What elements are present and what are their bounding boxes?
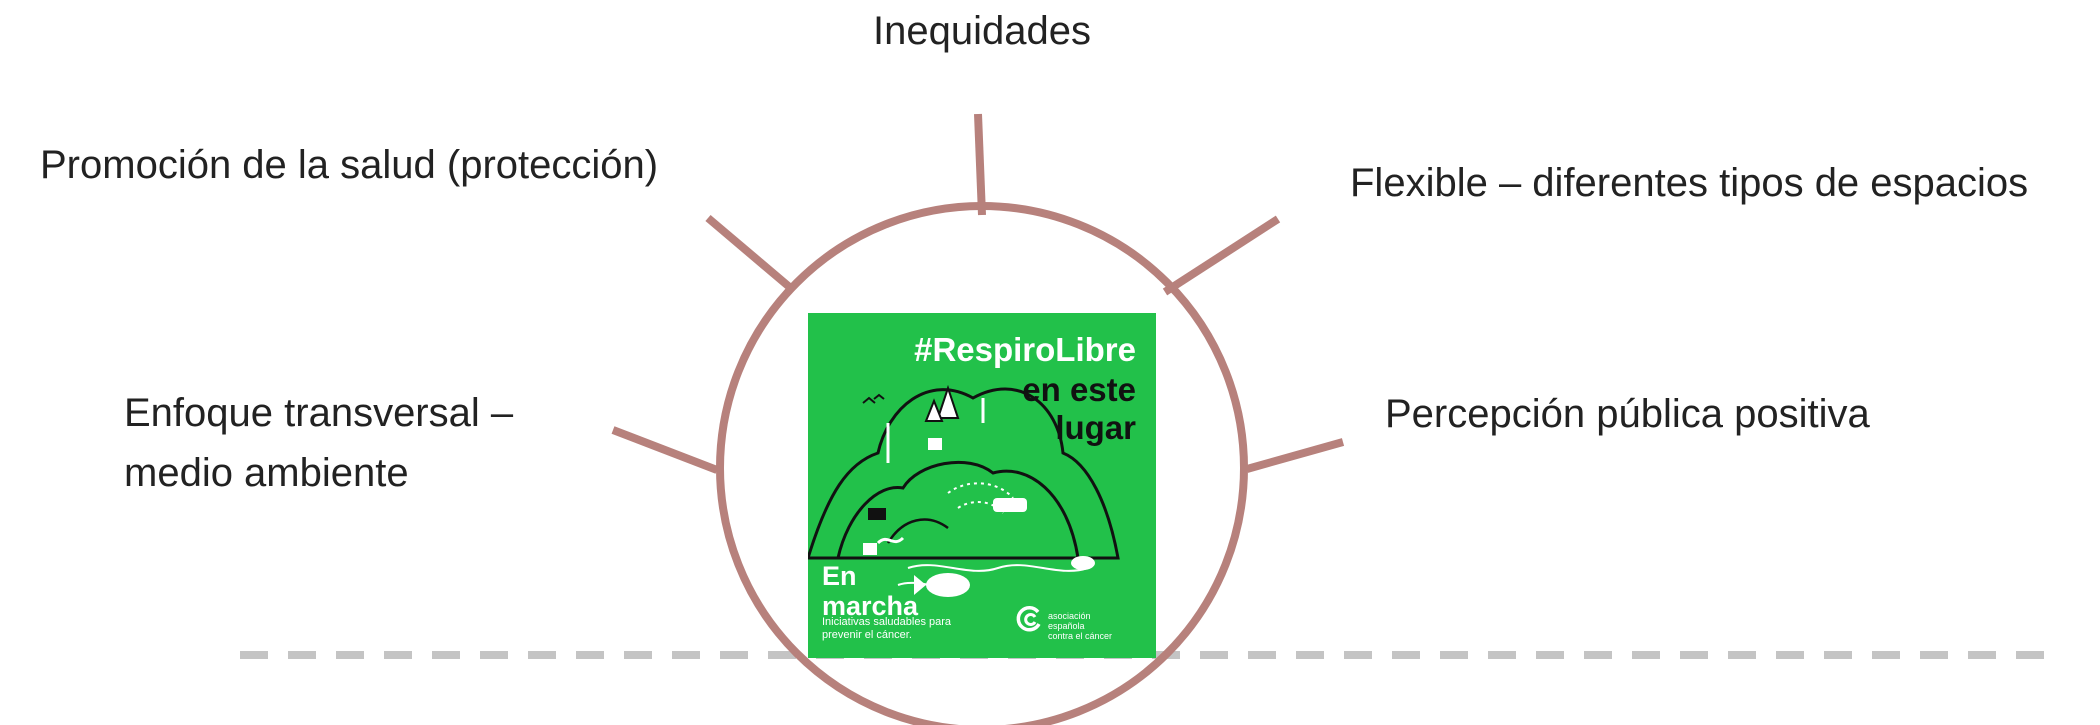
label-enfoque-line1: Enfoque transversal – bbox=[124, 391, 514, 435]
poster-organization: asociación española contra el cáncer bbox=[1048, 611, 1128, 641]
poster-en-marcha-line2: marcha bbox=[822, 591, 919, 621]
poster-hashtag: #RespiroLibre bbox=[914, 331, 1136, 368]
ray-mid-left bbox=[611, 426, 719, 474]
poster-tagline: Iniciativas saludables para prevenir el … bbox=[822, 616, 952, 641]
landscape-illustration bbox=[808, 384, 1120, 597]
poster-subtitle: en este lugar bbox=[976, 371, 1136, 447]
center-circle bbox=[716, 202, 1248, 725]
ray-top-left bbox=[705, 214, 796, 294]
ray-mid-right bbox=[1245, 438, 1345, 473]
poster-org-line3: contra el cáncer bbox=[1048, 631, 1113, 641]
poster-org-line1: asociación bbox=[1048, 611, 1091, 621]
label-promocion-salud: Promoción de la salud (protección) bbox=[40, 143, 659, 187]
ray-top-right bbox=[1162, 215, 1281, 296]
label-enfoque-transversal: Enfoque transversal – medio ambiente bbox=[124, 383, 513, 503]
poster-org-line2: española bbox=[1048, 621, 1085, 631]
poster-subtitle-line1: en este bbox=[1022, 371, 1136, 408]
poster-en-marcha: En marcha bbox=[822, 561, 918, 621]
ray-top bbox=[974, 113, 986, 216]
label-percepcion-publica: Percepción pública positiva bbox=[1385, 392, 1870, 436]
aecc-logo-icon bbox=[1016, 606, 1041, 632]
label-enfoque-line2: medio ambiente bbox=[124, 451, 409, 495]
respiro-libre-poster: #RespiroLibre en este lugar En marcha In… bbox=[808, 313, 1156, 658]
poster-subtitle-line2: lugar bbox=[1055, 409, 1136, 446]
label-flexible: Flexible – diferentes tipos de espacios bbox=[1350, 161, 2029, 205]
poster-en-marcha-line1: En bbox=[822, 561, 857, 591]
label-inequidades: Inequidades bbox=[873, 9, 1091, 53]
